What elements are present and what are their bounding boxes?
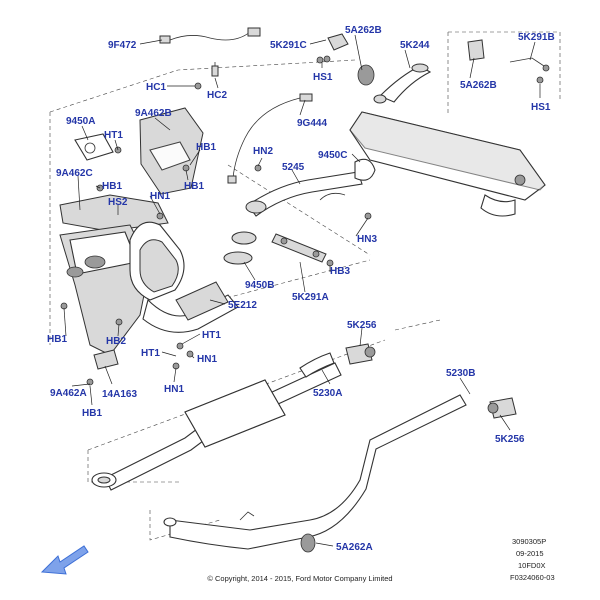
catalytic-converter — [129, 221, 257, 333]
label-ht1-c: HT1 — [141, 348, 160, 359]
label-hn1-c: HN1 — [164, 384, 184, 395]
clamps-hangers — [93, 343, 517, 553]
label-9450c: 9450C — [318, 150, 347, 161]
label-hc2: HC2 — [207, 90, 227, 101]
label-9450b: 9450B — [245, 280, 274, 291]
label-hs2: HS2 — [108, 197, 128, 208]
label-5k291b: 5K291B — [518, 32, 555, 43]
footer: © Copyright, 2014 - 2015, Ford Motor Com… — [207, 537, 554, 583]
label-5k244: 5K244 — [400, 40, 430, 51]
label-5k256-a: 5K256 — [347, 320, 377, 331]
label-5230b: 5230B — [446, 368, 475, 379]
label-hn2: HN2 — [253, 146, 273, 157]
front-pipe-5245 — [245, 158, 376, 263]
footer-code-3: 10FD0X — [518, 561, 546, 570]
label-5k291c: 5K291C — [270, 40, 307, 51]
label-5e212: 5E212 — [228, 300, 257, 311]
part-labels: 9F472 5K291C 5A262B 5K244 5K291B HS1 HC1… — [47, 25, 555, 553]
label-hb1-d: HB1 — [47, 334, 67, 345]
label-hb2: HB2 — [106, 336, 126, 347]
rear-pipe-5230b — [163, 394, 467, 550]
label-5a262b-top: 5A262B — [345, 25, 382, 36]
label-9450a: 9450A — [66, 116, 95, 127]
fasteners — [60, 56, 544, 386]
label-hc1: HC1 — [146, 82, 166, 93]
label-hs1-a: HS1 — [313, 72, 333, 83]
label-ht1-a: HT1 — [104, 130, 123, 141]
copyright-text: © Copyright, 2014 - 2015, Ford Motor Com… — [207, 574, 392, 583]
label-5245: 5245 — [282, 162, 305, 173]
leader-lines — [63, 34, 541, 547]
oxygen-sensor-9f472 — [159, 27, 261, 77]
label-ht1-b: HT1 — [202, 330, 221, 341]
footer-code-2: 09-2015 — [516, 549, 544, 558]
label-hb1-c: HB1 — [184, 181, 204, 192]
label-hn1-b: HN1 — [197, 354, 217, 365]
rear-silencer — [349, 63, 546, 217]
footer-code-4: F0324060-03 — [510, 573, 555, 582]
label-hb1-e: HB1 — [82, 408, 102, 419]
label-hb1-a: HB1 — [196, 142, 216, 153]
label-5k291a: 5K291A — [292, 292, 329, 303]
label-9f472: 9F472 — [108, 40, 137, 51]
label-5k256-b: 5K256 — [495, 434, 525, 445]
label-hn3: HN3 — [357, 234, 377, 245]
label-14a163: 14A163 — [102, 389, 137, 400]
label-9a462c: 9A462C — [56, 168, 93, 179]
label-hs1-b: HS1 — [531, 102, 551, 113]
footer-code-1: 3090305P — [512, 537, 546, 546]
label-hb3: HB3 — [330, 266, 350, 277]
oxygen-sensor-9g444 — [227, 93, 313, 184]
label-5a262b-right: 5A262B — [460, 80, 497, 91]
centre-silencer-5230a — [91, 352, 342, 491]
label-5a262a: 5A262A — [336, 542, 373, 553]
label-9a462a: 9A462A — [50, 388, 87, 399]
label-hn1-a: HN1 — [150, 191, 170, 202]
hangers-top — [323, 33, 550, 86]
label-9a462b: 9A462B — [135, 108, 172, 119]
label-hb1-b: HB1 — [102, 181, 122, 192]
label-5230a: 5230A — [313, 388, 342, 399]
label-9g444: 9G444 — [297, 118, 327, 129]
direction-arrow-icon — [40, 545, 89, 575]
heat-shields-manifold — [59, 107, 204, 356]
